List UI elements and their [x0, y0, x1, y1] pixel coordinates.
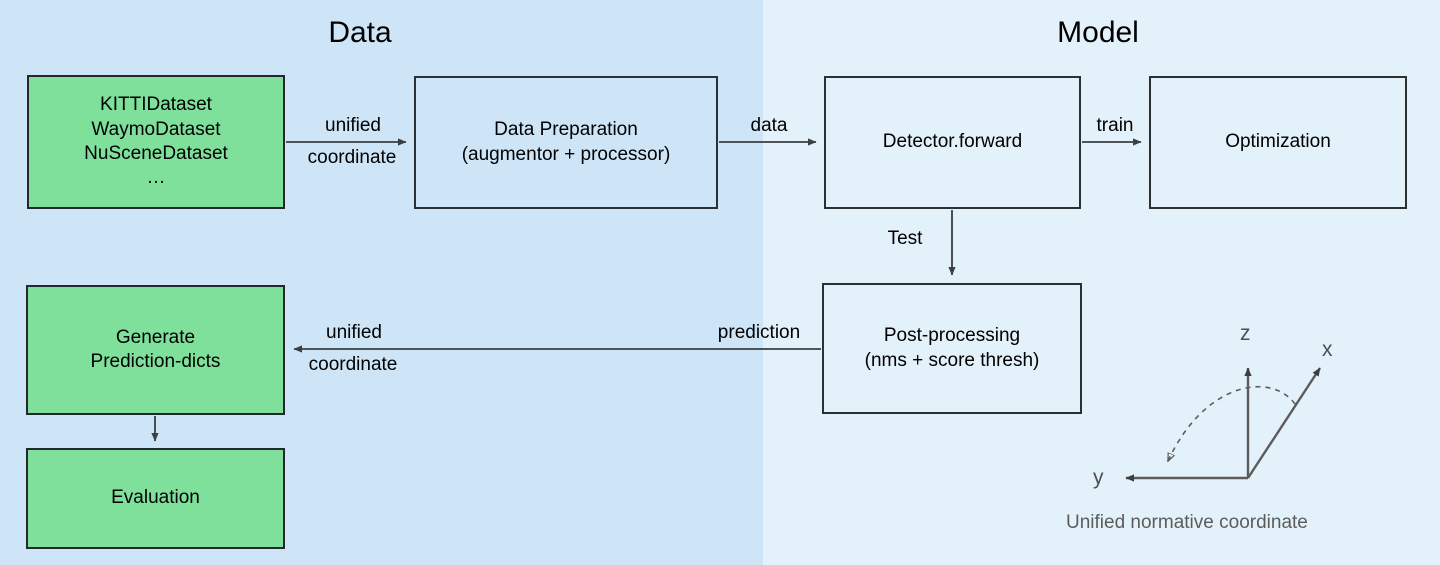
- node-data-preparation[interactable]: Data Preparation (augmentor + processor): [414, 76, 718, 209]
- coordinate-widget-caption: Unified normative coordinate: [1066, 512, 1308, 533]
- node-optimization[interactable]: Optimization: [1149, 76, 1407, 209]
- data-section-title: Data: [328, 16, 392, 49]
- node-generate-prediction-dicts-line-1: Generate: [115, 326, 196, 348]
- axis-label-y: y: [1093, 466, 1104, 489]
- edge-label-prediction: prediction: [717, 322, 801, 343]
- node-evaluation-label: Evaluation: [111, 487, 200, 509]
- node-post-processing-line-2: (nms + score thresh): [864, 349, 1040, 371]
- node-datasets-line-1: KITTIDataset: [100, 94, 212, 116]
- node-post-processing[interactable]: Post-processing (nms + score thresh): [822, 283, 1082, 414]
- node-data-preparation-line-1: Data Preparation: [494, 119, 638, 141]
- node-detector-forward[interactable]: Detector.forward: [824, 76, 1081, 209]
- edge-label-train: train: [1096, 115, 1134, 136]
- node-detector-forward-label: Detector.forward: [882, 131, 1023, 153]
- node-data-preparation-line-2: (augmentor + processor): [461, 143, 671, 165]
- node-optimization-label: Optimization: [1225, 131, 1331, 153]
- axis-label-z: z: [1240, 322, 1251, 345]
- node-datasets-line-3: NuSceneDataset: [84, 143, 228, 164]
- axis-label-x: x: [1322, 338, 1333, 361]
- node-evaluation[interactable]: Evaluation: [26, 448, 285, 549]
- node-datasets-line-2: WaymoDataset: [91, 118, 221, 140]
- node-datasets[interactable]: KITTIDataset WaymoDataset NuSceneDataset…: [27, 75, 285, 209]
- model-section-title: Model: [1057, 16, 1139, 49]
- edge-label-data: data: [750, 115, 788, 136]
- node-post-processing-line-1: Post-processing: [883, 325, 1021, 347]
- edge-label-unified: unified: [325, 115, 381, 136]
- node-datasets-line-4: …: [146, 167, 166, 189]
- node-generate-prediction-dicts[interactable]: Generate Prediction-dicts: [26, 285, 285, 415]
- edge-label-unified-2: unified: [326, 322, 382, 343]
- node-generate-prediction-dicts-line-2: Prediction-dicts: [90, 351, 221, 372]
- edge-label-test: Test: [887, 228, 923, 249]
- edge-label-coordinate-2: coordinate: [308, 354, 398, 375]
- edge-label-coordinate: coordinate: [307, 147, 397, 168]
